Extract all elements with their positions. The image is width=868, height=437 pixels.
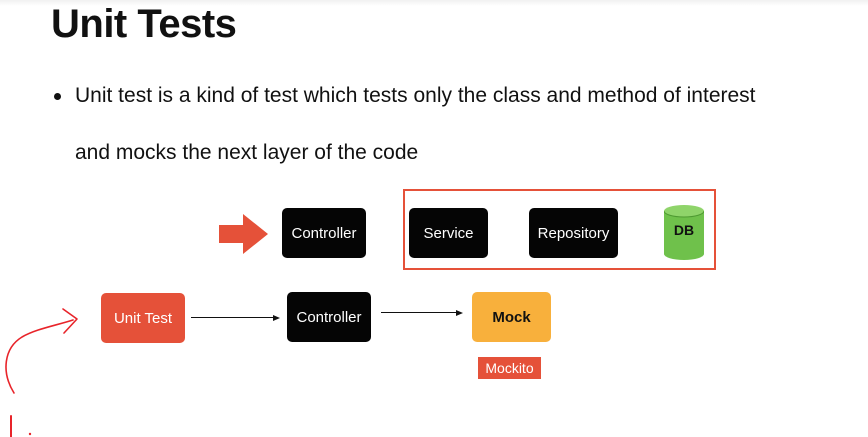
mockito-label: Mockito bbox=[478, 357, 541, 379]
controller-box-bottom: Controller bbox=[287, 292, 371, 342]
arrow-head bbox=[273, 315, 280, 321]
bullet-text-line-1: Unit test is a kind of test which tests … bbox=[75, 84, 756, 107]
repository-box: Repository bbox=[529, 208, 618, 258]
arrow-controller-to-mock bbox=[381, 312, 456, 313]
service-box: Service bbox=[409, 208, 488, 258]
bullet-text-line-2: and mocks the next layer of the code bbox=[75, 141, 419, 164]
controller-box-top: Controller bbox=[282, 208, 366, 258]
hand-drawn-arrow-icon bbox=[5, 308, 78, 437]
slide-title: Unit Tests bbox=[51, 2, 237, 46]
unit-test-box: Unit Test bbox=[101, 293, 185, 343]
arrow-unit-test-to-controller bbox=[191, 317, 273, 318]
mock-box: Mock bbox=[472, 292, 551, 342]
bullet-dot bbox=[54, 93, 61, 100]
arrow-head bbox=[456, 310, 463, 316]
top-shade bbox=[0, 0, 868, 6]
pointer-arrow-icon bbox=[219, 214, 268, 254]
database-icon: DB bbox=[664, 204, 704, 261]
next-layers-highlight-frame bbox=[403, 189, 716, 270]
db-label: DB bbox=[673, 222, 695, 238]
